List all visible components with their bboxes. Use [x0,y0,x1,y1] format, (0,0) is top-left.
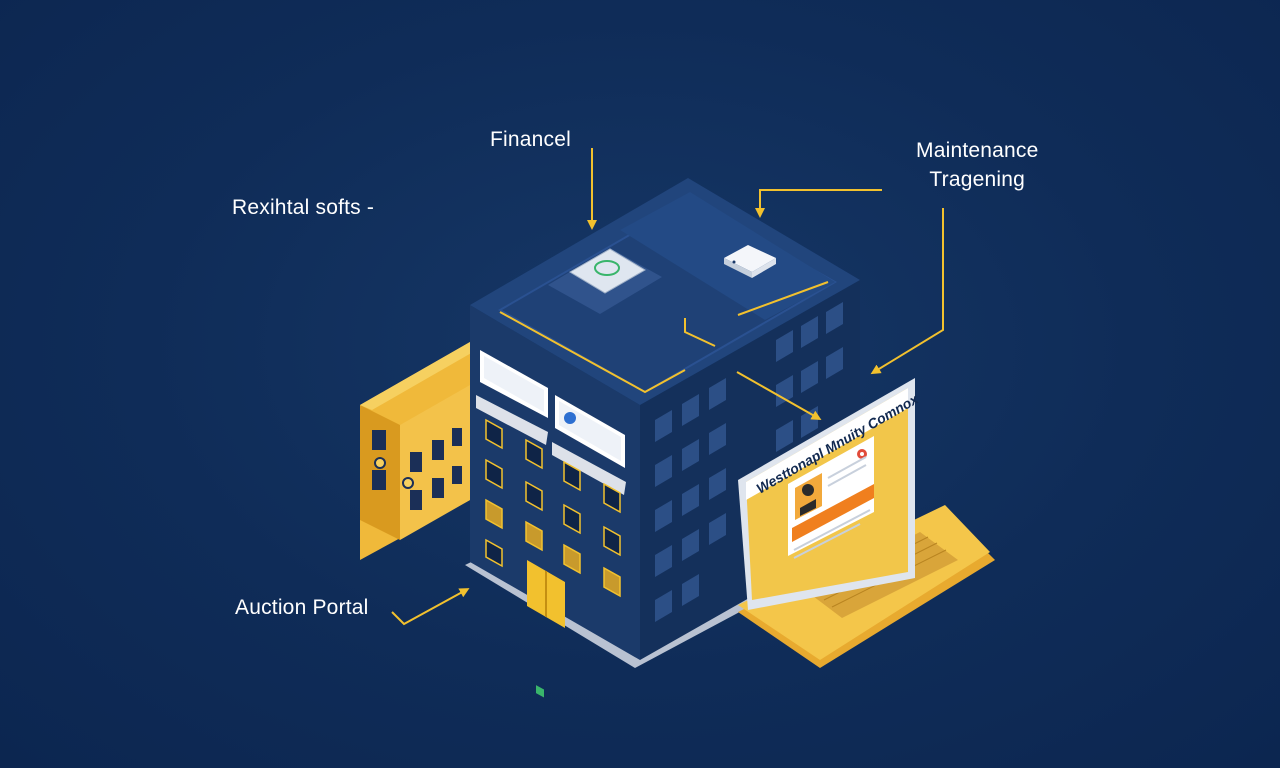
building-windows [485,418,621,598]
label-maintenance: Maintenance Tragening [916,136,1038,194]
annex-building [360,342,480,560]
arrow-maintenance-laptop [870,208,944,375]
arrow-building-laptop [736,371,822,420]
label-maintenance-line2: Tragening [929,168,1026,191]
label-auction: Auction Portal [235,596,369,619]
arrow-auction [391,588,470,626]
label-maintenance-line1: Maintenance [916,139,1039,162]
right-windows [655,302,843,622]
connector-arrows [391,148,944,626]
router-icon [724,245,776,278]
chip-icon [594,260,620,276]
label-financial: Financel [490,128,571,151]
label-rental: Rexihtal softs - [232,196,375,219]
arrow-maintenance-roof [755,189,882,218]
facade-panels [476,350,626,698]
